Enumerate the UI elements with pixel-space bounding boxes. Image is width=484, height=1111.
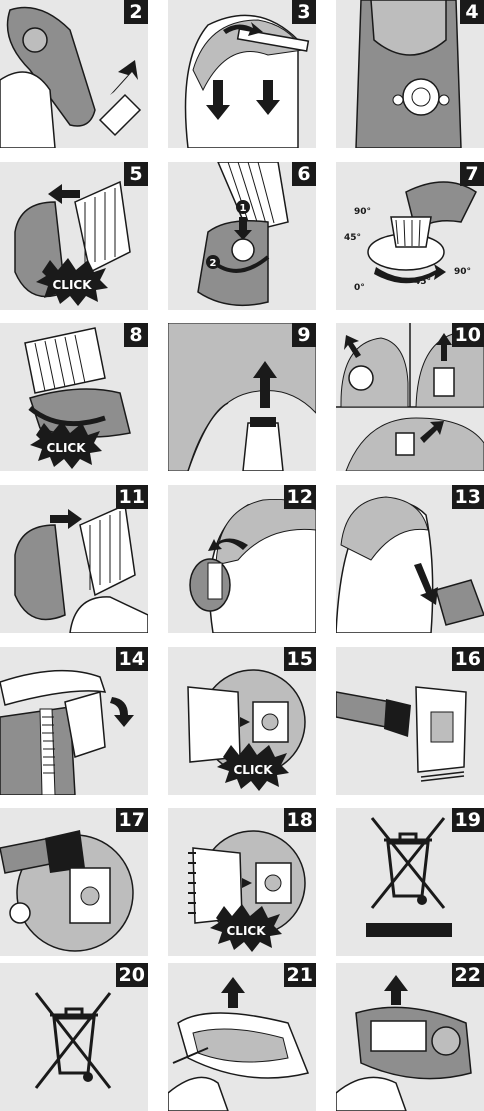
step-1-label: 1 — [240, 203, 247, 214]
panel-22: 22 — [336, 963, 484, 1111]
step-number: 22 — [452, 963, 484, 987]
angle-90-left: 90° — [354, 207, 371, 217]
panel-16: 16 — [336, 647, 484, 795]
step-number: 19 — [452, 808, 484, 832]
arrow-icon — [110, 60, 138, 95]
panel-10: 10 — [336, 323, 484, 471]
step-number: 20 — [116, 963, 148, 987]
panel-4: 4 — [336, 0, 484, 148]
angle-90-right: 90° — [454, 267, 471, 277]
panel-5: 5 CLICK — [0, 162, 148, 310]
click-label: CLICK — [226, 924, 266, 938]
step-2-label: 2 — [210, 258, 217, 269]
panel-15: 15 CLICK — [168, 647, 316, 795]
step-number: 5 — [124, 162, 148, 186]
arrow-left-icon — [48, 184, 80, 204]
panel-7: 7 90° 45° 0° 45° 90° — [336, 162, 484, 310]
panel-13: 13 — [336, 485, 484, 633]
panel-8: 8 CLICK — [0, 323, 148, 471]
click-label: CLICK — [46, 441, 86, 455]
panel-11: 11 — [0, 485, 148, 633]
arrow-up-icon — [221, 977, 245, 1008]
panel-19: 19 — [336, 808, 484, 956]
panel-9: 9 — [168, 323, 316, 471]
arrow-up-icon — [384, 975, 408, 1005]
angle-45-left: 45° — [344, 233, 361, 243]
panel-3: 3 — [168, 0, 316, 148]
rotate-arrow-icon — [110, 697, 134, 727]
step-number: 8 — [124, 323, 148, 347]
angle-45-right: 45° — [414, 277, 431, 287]
step-number: 14 — [116, 647, 148, 671]
step-number: 12 — [284, 485, 316, 509]
panel-2: 2 — [0, 0, 148, 148]
panel-12: 12 — [168, 485, 316, 633]
step-number: 2 — [124, 0, 148, 24]
panel-17: 17 — [0, 808, 148, 956]
step-number: 6 — [292, 162, 316, 186]
step-number: 21 — [284, 963, 316, 987]
step-number: 13 — [452, 485, 484, 509]
step-number: 7 — [460, 162, 484, 186]
step-number: 18 — [284, 808, 316, 832]
step-number: 4 — [460, 0, 484, 24]
angle-0: 0° — [354, 283, 365, 293]
click-label: CLICK — [233, 763, 273, 777]
step-number: 11 — [116, 485, 148, 509]
step-number: 9 — [292, 323, 316, 347]
step-number: 3 — [292, 0, 316, 24]
panel-18: 18 CLICK — [168, 808, 316, 956]
step-number: 17 — [116, 808, 148, 832]
panel-21: 21 — [168, 963, 316, 1111]
panel-20: 20 — [0, 963, 148, 1111]
panel-6: 6 1 2 — [168, 162, 316, 310]
panel-14: 14 — [0, 647, 148, 795]
step-number: 10 — [452, 323, 484, 347]
step-number: 15 — [284, 647, 316, 671]
step-number: 16 — [452, 647, 484, 671]
click-label: CLICK — [52, 278, 92, 292]
